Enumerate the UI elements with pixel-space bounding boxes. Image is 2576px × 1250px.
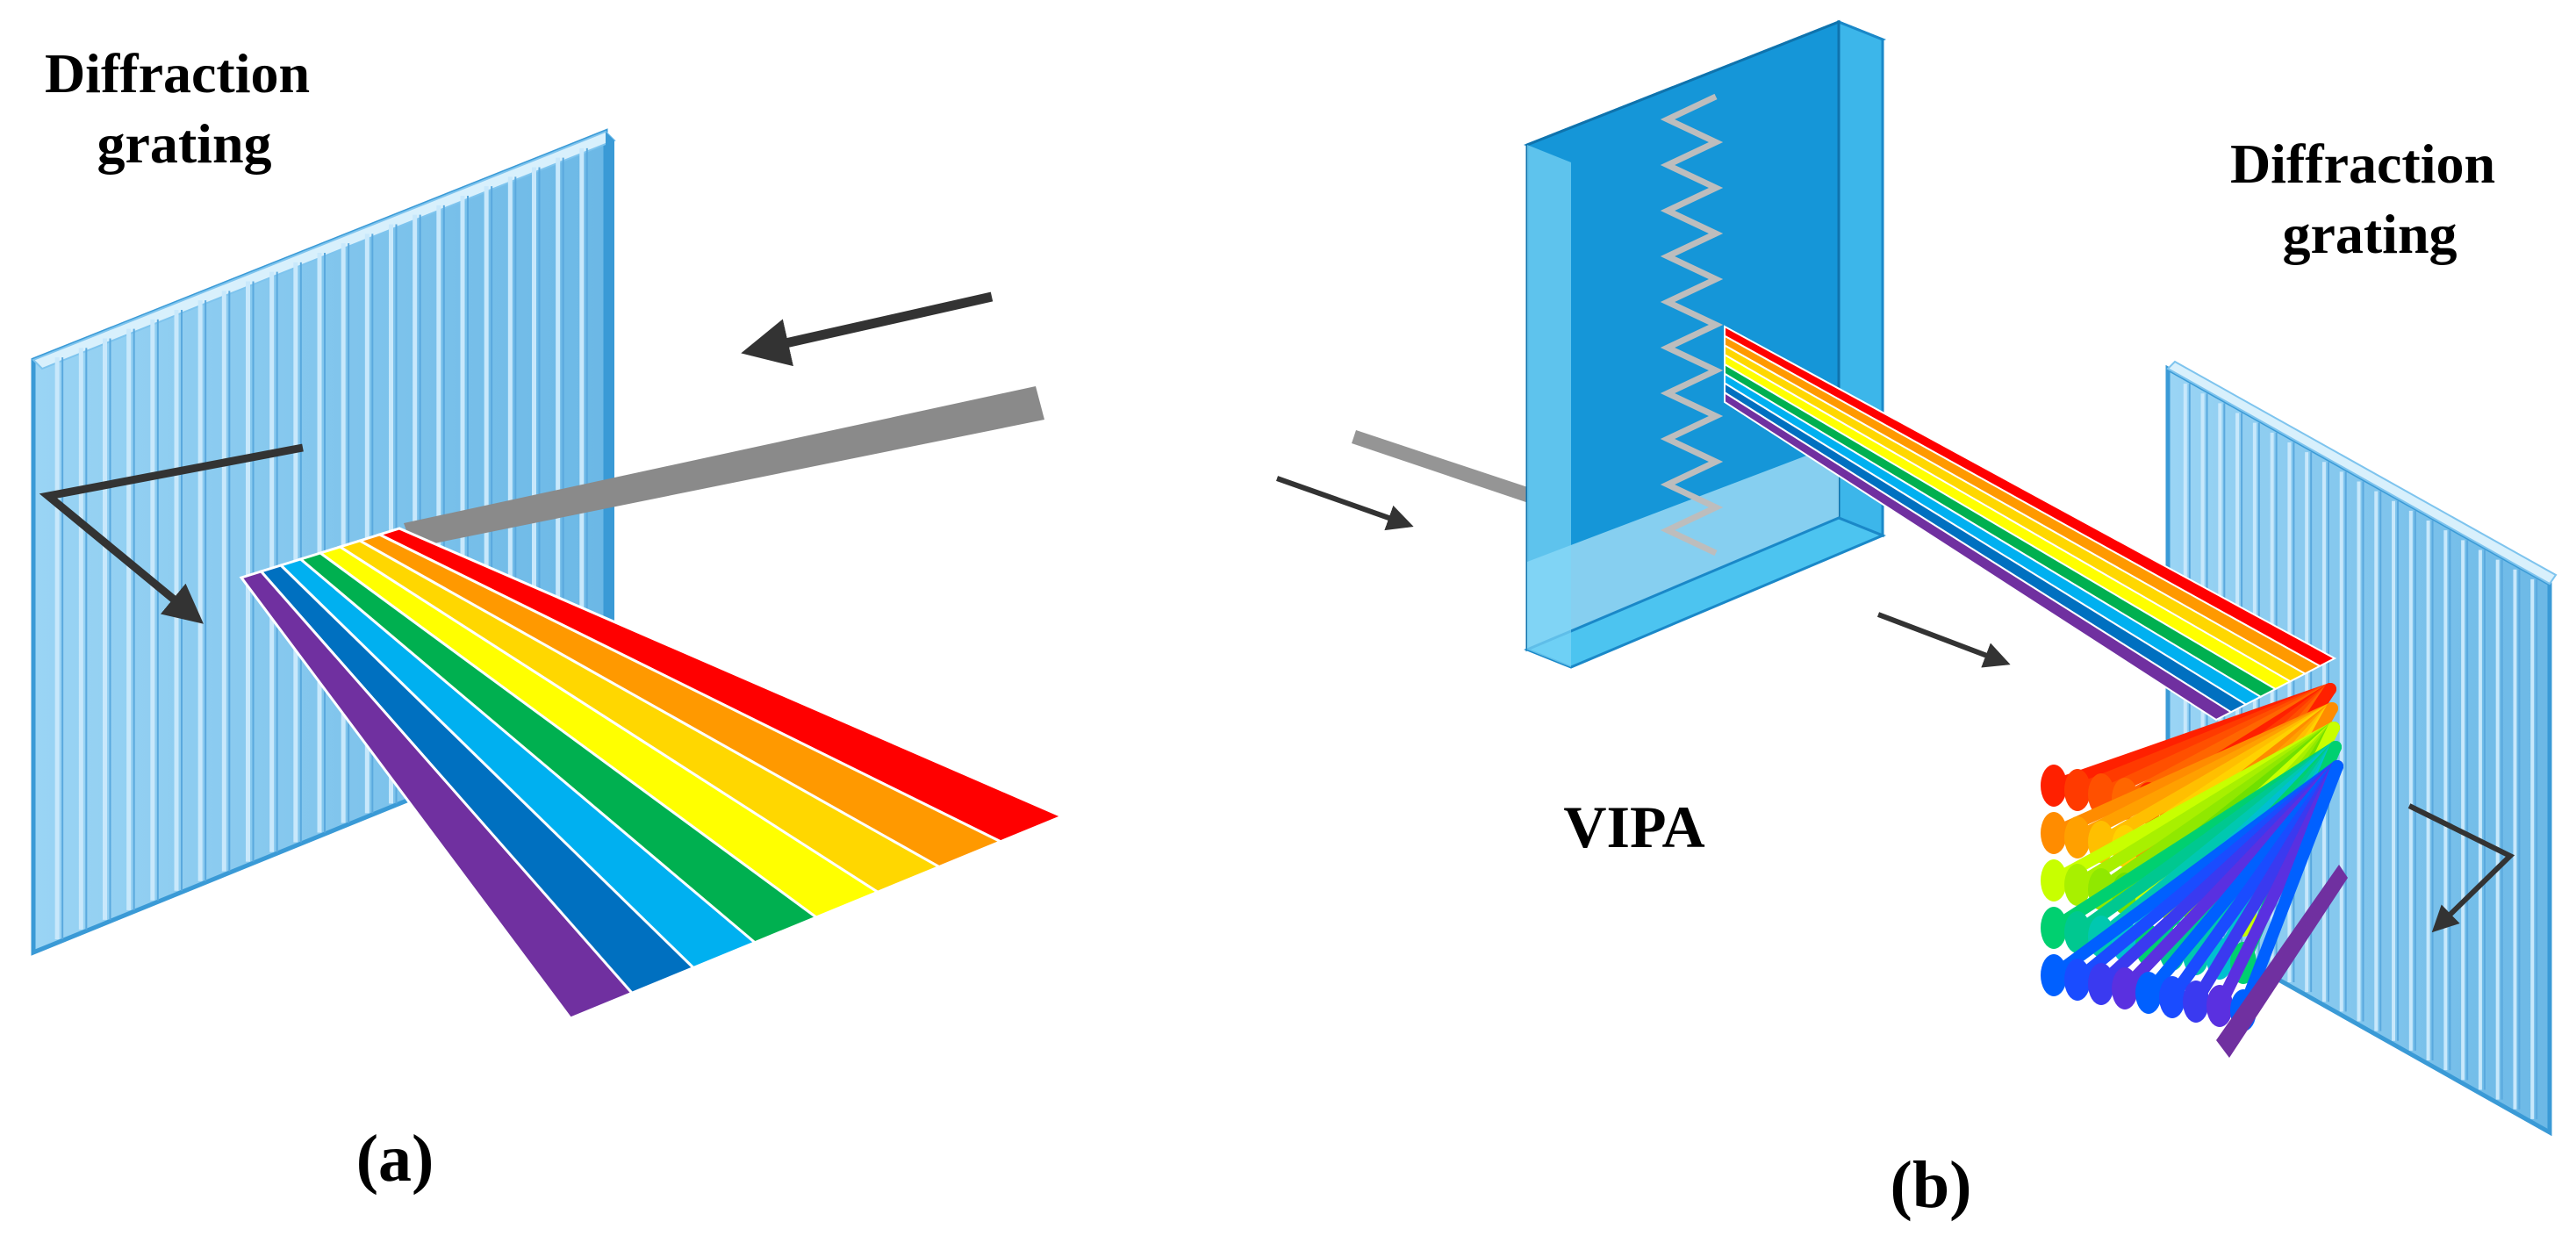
diffraction-direction-arrow-b bbox=[2407, 803, 2515, 933]
diffraction-grating-a bbox=[31, 128, 616, 956]
spectrum-spot bbox=[2064, 959, 2091, 1001]
grating-label-a: Diffraction grating bbox=[45, 42, 324, 175]
spectrum-spot bbox=[2183, 981, 2209, 1023]
spectrum-spot bbox=[2041, 812, 2067, 854]
caption-b: (b) bbox=[1891, 1148, 1972, 1222]
spectrum-2d-array-b bbox=[2041, 683, 2348, 1058]
spectrum-spot bbox=[2088, 963, 2114, 1005]
spectrum-spot bbox=[2041, 859, 2067, 902]
grating-label-b: Diffraction grating bbox=[2230, 133, 2509, 265]
spectrum-tail bbox=[2216, 865, 2348, 1058]
grating-label-b-line2: grating bbox=[2282, 203, 2457, 265]
grating-label-b-line1: Diffraction bbox=[2230, 133, 2495, 195]
grating-label-a-line2: grating bbox=[97, 112, 271, 175]
spectrum-spot bbox=[2041, 765, 2067, 807]
vipa-etalon bbox=[1523, 19, 1887, 669]
incident-beam-a bbox=[404, 386, 1044, 548]
spectrum-spot bbox=[2064, 911, 2091, 953]
panel-a: Diffraction grating (a) bbox=[31, 42, 1066, 1196]
spectrum-order-ray bbox=[2237, 760, 2343, 1017]
spectrum-spot bbox=[2041, 907, 2067, 949]
internal-reflection-zigzag bbox=[1660, 93, 1724, 557]
incident-direction-arrow-a bbox=[741, 291, 994, 367]
spectrum-spot bbox=[2064, 864, 2091, 906]
spectrum-spot bbox=[2041, 954, 2067, 996]
spectrum-ray bbox=[1724, 391, 2233, 722]
spectrum-band bbox=[239, 570, 635, 1020]
spectrum-spot bbox=[2135, 972, 2162, 1014]
caption-a: (a) bbox=[356, 1122, 434, 1196]
grating-ridges-a bbox=[54, 147, 588, 939]
spectrum-spot bbox=[2112, 967, 2138, 1009]
spectrum-fan-a bbox=[239, 527, 1066, 1020]
spectrum-spot bbox=[2064, 769, 2091, 811]
grating-label-a-line1: Diffraction bbox=[45, 42, 310, 104]
incident-direction-arrow-b bbox=[1276, 476, 1414, 531]
spectrum-bundle-b bbox=[1724, 325, 2337, 722]
panel-b: Diffraction grating VIPA (b) bbox=[1276, 19, 2558, 1222]
vipa-label: VIPA bbox=[1563, 794, 1704, 860]
spectrum-spot bbox=[2064, 816, 2091, 858]
spectrum-spot bbox=[2206, 985, 2233, 1027]
output-direction-arrow-b bbox=[1876, 612, 2011, 668]
spectrum-spot bbox=[2159, 976, 2185, 1018]
diffraction-direction-arrow-a bbox=[39, 443, 304, 624]
